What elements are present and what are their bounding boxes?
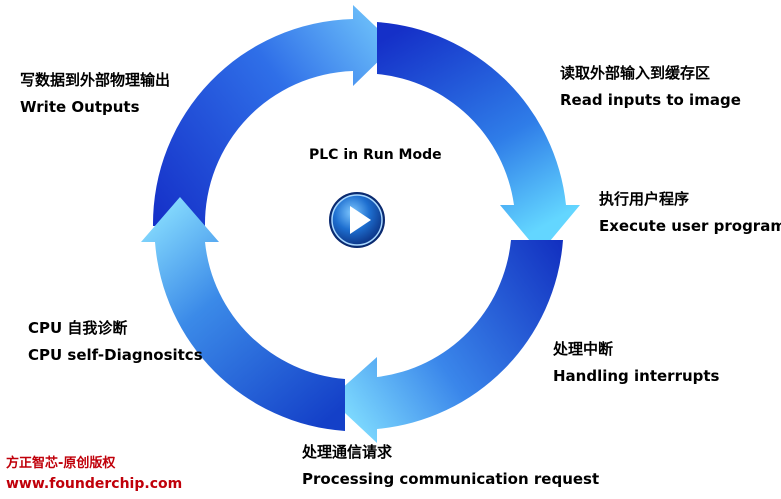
watermark-url: www.founderchip.com	[6, 476, 183, 492]
center-title: PLC in Run Mode	[309, 147, 442, 163]
step-processing-communication-cn: 处理通信请求	[302, 443, 393, 461]
step-write-outputs: 写数据到外部物理输出 Write Outputs	[20, 71, 170, 116]
cycle-arrow-interrupt-to-comm	[330, 240, 563, 443]
step-cpu-diagnostics: CPU 自我诊断 CPU self-Diagnositcs	[28, 319, 203, 364]
step-processing-communication-en: Processing communication request	[302, 470, 600, 488]
step-cpu-diagnostics-cn: CPU 自我诊断	[28, 319, 128, 337]
step-read-inputs-cn: 读取外部输入到缓存区	[560, 64, 711, 82]
step-read-inputs-en: Read inputs to image	[560, 91, 741, 109]
step-handling-interrupts-cn: 处理中断	[553, 340, 614, 358]
cycle-arrow-write-to-read	[152, 5, 395, 226]
cycle-arrow-diagnostic-to-write	[141, 197, 345, 431]
watermark-copyright: 方正智芯-原创版权	[6, 456, 116, 471]
step-write-outputs-cn: 写数据到外部物理输出	[20, 71, 171, 89]
step-execute-program-en: Execute user program	[599, 217, 781, 235]
step-execute-program: 执行用户程序 Execute user program	[599, 190, 781, 235]
step-read-inputs: 读取外部输入到缓存区 Read inputs to image	[560, 64, 741, 109]
cycle-arrow-read-to-execute	[377, 22, 580, 253]
step-handling-interrupts: 处理中断 Handling interrupts	[553, 340, 720, 385]
play-icon[interactable]	[327, 190, 387, 250]
step-cpu-diagnostics-en: CPU self-Diagnositcs	[28, 346, 203, 364]
step-write-outputs-en: Write Outputs	[20, 98, 140, 116]
step-execute-program-cn: 执行用户程序	[599, 190, 690, 208]
step-processing-communication: 处理通信请求 Processing communication request	[302, 443, 599, 488]
step-handling-interrupts-en: Handling interrupts	[553, 367, 720, 385]
